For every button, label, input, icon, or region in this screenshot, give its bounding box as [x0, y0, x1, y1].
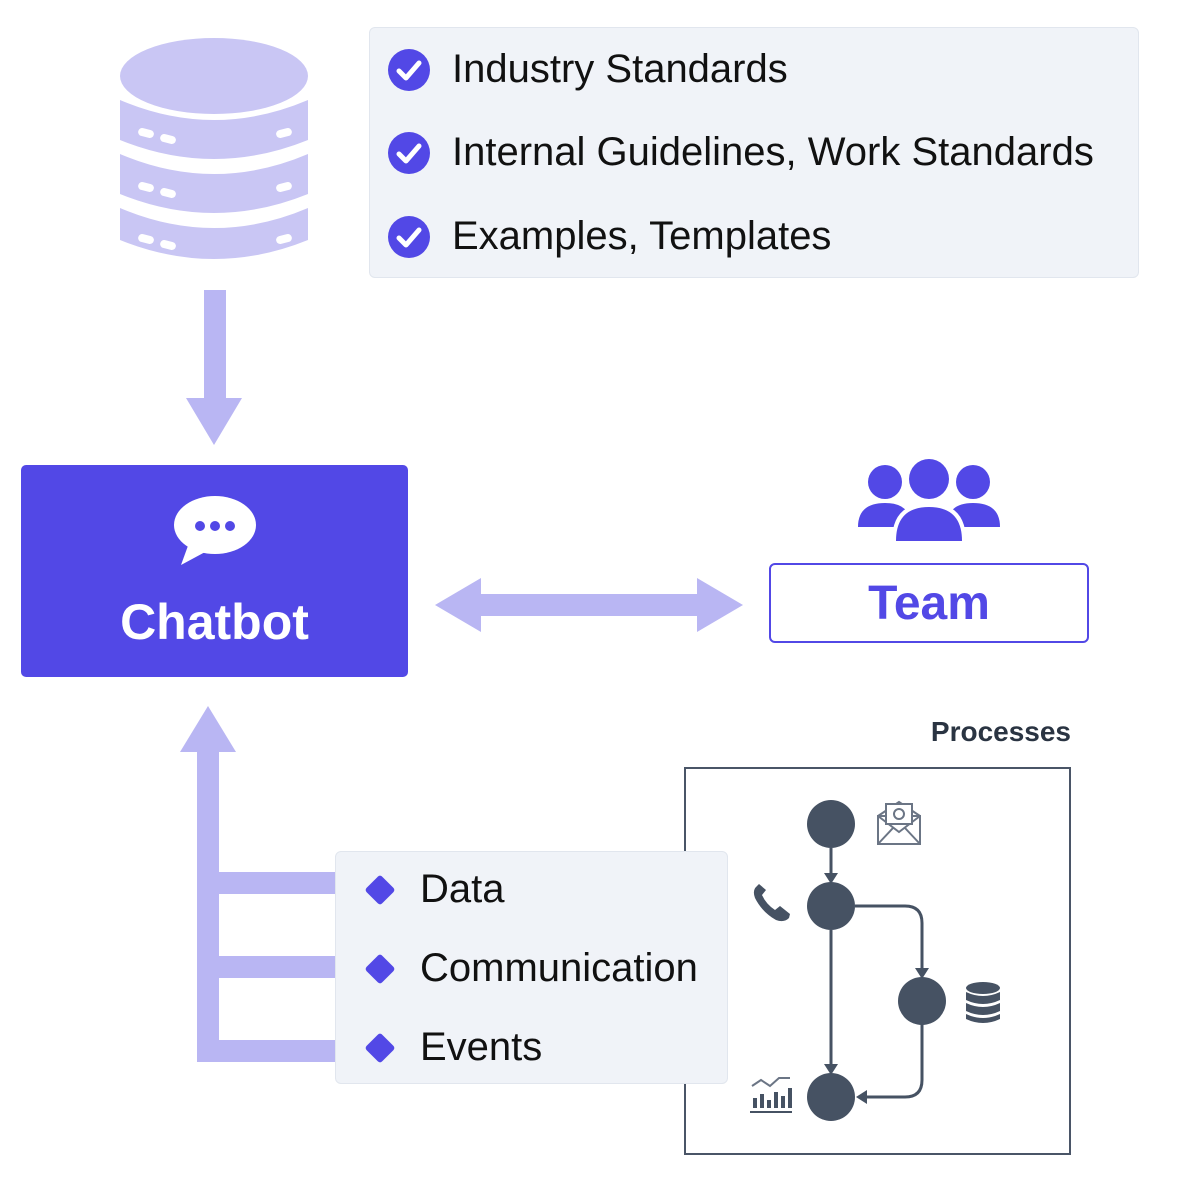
- flow-arrowhead: [824, 873, 838, 884]
- flow-arrowhead: [824, 1064, 838, 1075]
- process-node: [898, 977, 946, 1025]
- source-item-label: Communication: [420, 946, 698, 990]
- flow-edge: [855, 904, 924, 970]
- source-item: Events: [362, 1025, 542, 1070]
- check-circle-icon: [388, 215, 430, 258]
- flow-arrowhead: [915, 968, 929, 979]
- diamond-bullet-icon: [365, 1033, 395, 1062]
- knowledge-item: Industry Standards: [388, 47, 788, 92]
- chat-bubble-icon: [174, 496, 256, 565]
- database-to-chatbot-arrow: [186, 290, 242, 445]
- sources-to-chatbot-arrow: [180, 706, 337, 1062]
- chatbot-team-arrow: [435, 578, 743, 632]
- sources-panel: Data Communication Events: [335, 851, 728, 1084]
- process-node-end: [807, 1073, 855, 1121]
- source-item: Data: [362, 867, 505, 912]
- analytics-icon: [750, 1077, 792, 1113]
- flow-edge: [866, 1024, 924, 1099]
- knowledge-item-label: Examples, Templates: [452, 214, 832, 258]
- knowledge-item: Internal Guidelines, Work Standards: [388, 130, 1094, 175]
- phone-icon: [753, 884, 790, 922]
- flow-arrowhead: [856, 1090, 867, 1104]
- knowledge-panel: Industry Standards Internal Guidelines, …: [369, 27, 1139, 278]
- check-circle-icon: [388, 48, 430, 91]
- source-item-label: Data: [420, 867, 505, 911]
- source-item: Communication: [362, 946, 698, 991]
- source-item-label: Events: [420, 1025, 543, 1069]
- database-icon: [120, 38, 308, 259]
- process-node: [807, 882, 855, 930]
- team-icon: [858, 456, 1000, 541]
- small-database-icon: [966, 982, 1000, 1023]
- chatbot-label: Chatbot: [120, 594, 309, 650]
- email-icon: [877, 800, 921, 845]
- knowledge-item: Examples, Templates: [388, 214, 831, 259]
- processes-title: Processes: [930, 716, 1071, 747]
- knowledge-item-label: Industry Standards: [452, 47, 788, 91]
- check-circle-icon: [388, 131, 430, 174]
- knowledge-item-label: Internal Guidelines, Work Standards: [452, 130, 1094, 174]
- team-label: Team: [868, 576, 990, 630]
- diamond-bullet-icon: [365, 954, 395, 983]
- chatbot-box[interactable]: Chatbot: [21, 465, 408, 677]
- diamond-bullet-icon: [365, 875, 395, 904]
- team-box[interactable]: Team: [769, 563, 1089, 643]
- process-node-start: [807, 800, 855, 848]
